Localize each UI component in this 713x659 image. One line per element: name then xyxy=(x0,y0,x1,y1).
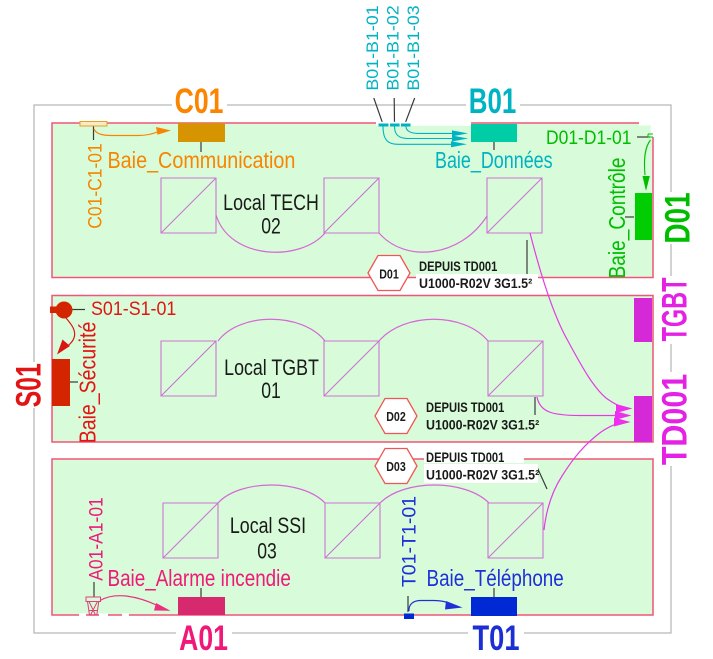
svg-text:Local TGBT: Local TGBT xyxy=(224,356,319,380)
svg-text:DEPUIS TD001: DEPUIS TD001 xyxy=(419,259,497,274)
svg-text:D02: D02 xyxy=(386,409,406,424)
svg-text:T01-T1-01: T01-T1-01 xyxy=(400,496,421,587)
svg-text:U1000-R02V 3G1.5²: U1000-R02V 3G1.5² xyxy=(426,467,540,483)
svg-text:S01-S1-01: S01-S1-01 xyxy=(91,297,176,319)
svg-text:D03: D03 xyxy=(386,459,406,474)
svg-text:Local TECH: Local TECH xyxy=(223,191,319,215)
svg-text:D01: D01 xyxy=(657,192,697,243)
svg-text:Baie_Données: Baie_Données xyxy=(435,148,553,174)
svg-text:C01: C01 xyxy=(175,81,224,120)
svg-text:01: 01 xyxy=(261,379,281,403)
svg-text:B01: B01 xyxy=(469,81,516,121)
svg-text:T01: T01 xyxy=(472,619,519,658)
svg-text:U1000-R02V 3G1.5²: U1000-R02V 3G1.5² xyxy=(426,417,540,433)
svg-text:DEPUIS TD001: DEPUIS TD001 xyxy=(426,450,504,465)
svg-text:S01: S01 xyxy=(11,363,49,407)
svg-text:U1000-R02V 3G1.5²: U1000-R02V 3G1.5² xyxy=(419,276,533,292)
svg-text:TD001: TD001 xyxy=(654,374,693,465)
svg-text:Baie_Téléphone: Baie_Téléphone xyxy=(427,566,564,591)
svg-text:B01-B1-01: B01-B1-01 xyxy=(362,5,382,90)
svg-text:B01-B1-02: B01-B1-02 xyxy=(383,5,403,90)
svg-text:A01: A01 xyxy=(179,618,228,657)
svg-text:C01-C1-01: C01-C1-01 xyxy=(84,143,106,228)
svg-text:Baie_Alarme incendie: Baie_Alarme incendie xyxy=(108,566,291,591)
svg-text:Baie_Communication: Baie_Communication xyxy=(108,148,296,174)
svg-text:TGBT: TGBT xyxy=(656,278,695,342)
svg-text:A01-A1-01: A01-A1-01 xyxy=(85,497,107,581)
svg-text:Baie_Sécurité: Baie_Sécurité xyxy=(75,322,101,444)
svg-text:D01: D01 xyxy=(379,266,399,281)
svg-text:Local SSI: Local SSI xyxy=(230,514,306,538)
svg-text:02: 02 xyxy=(261,215,281,239)
svg-text:B01-B1-03: B01-B1-03 xyxy=(403,5,423,90)
svg-text:03: 03 xyxy=(257,540,277,564)
svg-text:DEPUIS TD001: DEPUIS TD001 xyxy=(426,400,504,415)
svg-text:Baie_Contrôle: Baie_Contrôle xyxy=(605,158,630,279)
svg-text:D01-D1-01: D01-D1-01 xyxy=(546,126,631,148)
